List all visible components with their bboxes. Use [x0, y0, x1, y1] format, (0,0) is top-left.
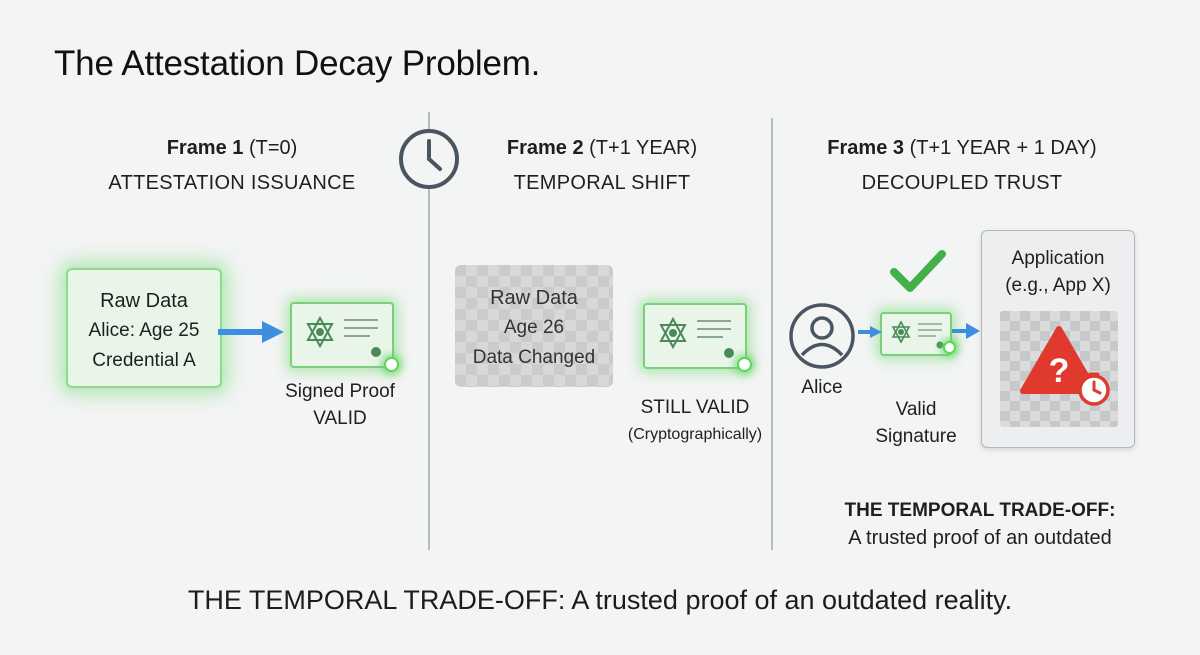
- frame3-signature-line2: Signature: [875, 426, 957, 447]
- frame3-heading-rest: (T+1 YEAR + 1 DAY): [909, 137, 1097, 159]
- frame1-raw-data-line1: Alice: Age 25: [88, 320, 200, 341]
- star-of-david-seal-icon: [891, 320, 944, 349]
- frame1-heading-rest: (T=0): [248, 137, 298, 159]
- frame3-heading: Frame 3 (T+1 YEAR + 1 DAY): [792, 135, 1132, 161]
- frame2-status-line1: STILL VALID: [640, 397, 750, 418]
- frame1-subtitle: ATTESTATION ISSUANCE: [108, 172, 356, 194]
- frame3-subtitle: DECOUPLED TRUST: [861, 172, 1063, 194]
- frame3-application-card: Application (e.g., App X) ?: [981, 230, 1135, 448]
- frame2-raw-data-title: Raw Data: [490, 287, 578, 309]
- frame3-tradeoff-title: THE TEMPORAL TRADE-OFF:: [844, 500, 1116, 521]
- frame3-tradeoff: THE TEMPORAL TRADE-OFF: A trusted proof …: [790, 497, 1170, 552]
- arrow-right-icon: [858, 325, 884, 339]
- arrow-right-icon: [218, 318, 286, 346]
- page-title: The Attestation Decay Problem.: [54, 44, 541, 83]
- frame3-tradeoff-text: A trusted proof of an outdated: [848, 527, 1112, 549]
- frame3-app-line2: (e.g., App X): [1005, 275, 1111, 296]
- user-avatar-icon: [788, 302, 856, 370]
- frame1-raw-data-title: Raw Data: [100, 290, 188, 312]
- frame3-app-noise-area: [1000, 311, 1118, 427]
- warning-question-icon: ?: [1020, 325, 1098, 395]
- frame3-app-line1: Application: [1011, 248, 1105, 269]
- frame3-signature-line1: Valid: [895, 399, 937, 420]
- frame1-heading-bold: Frame 1: [166, 137, 244, 159]
- frame2-raw-data-line2: Data Changed: [472, 347, 596, 368]
- clock-badge-icon: [1076, 371, 1112, 407]
- frame1-proof-label: Signed Proof VALID: [270, 378, 410, 432]
- clock-icon: [397, 127, 461, 191]
- frame1-raw-data-box: Raw Data Alice: Age 25 Credential A: [66, 268, 222, 388]
- star-of-david-seal-icon: [659, 316, 734, 358]
- frame2-status-line2: (Cryptographically): [627, 426, 763, 443]
- frame3-signature-card: [880, 312, 952, 356]
- frame-divider-2: [771, 118, 773, 550]
- frame2-heading: Frame 2 (T+1 YEAR): [432, 135, 772, 161]
- frame1-proof-line2: VALID: [313, 408, 367, 429]
- frame2-heading-bold: Frame 2: [506, 137, 584, 159]
- frame2-signed-proof-card: [643, 303, 747, 369]
- frame2-subtitle: TEMPORAL SHIFT: [513, 172, 691, 194]
- frame3-user-label: Alice: [801, 377, 843, 398]
- svg-text:?: ?: [1049, 352, 1070, 390]
- frame3-heading-bold: Frame 3: [827, 137, 905, 159]
- frame2-valid-dot: [737, 357, 752, 372]
- star-of-david-seal-icon: [306, 315, 381, 357]
- frame3-valid-dot: [943, 341, 956, 354]
- frame1-valid-dot: [384, 357, 399, 372]
- frame1-proof-line1: Signed Proof: [285, 381, 395, 402]
- checkmark-icon: [890, 248, 946, 294]
- frame1-heading: Frame 1 (T=0): [62, 135, 402, 161]
- bottom-caption: THE TEMPORAL TRADE-OFF: A trusted proof …: [187, 585, 1013, 615]
- frame2-raw-data-line1: Age 26: [503, 317, 565, 338]
- frame2-status-label: STILL VALID (Cryptographically): [610, 394, 780, 448]
- frame2-heading-rest: (T+1 YEAR): [589, 137, 698, 159]
- frame1-raw-data-line2: Credential A: [92, 350, 196, 371]
- frame3-signature-label: Valid Signature: [856, 396, 976, 450]
- arrow-right-icon: [952, 322, 982, 340]
- frame-divider-1: [428, 112, 430, 550]
- frame1-signed-proof-card: [290, 302, 394, 368]
- frame2-raw-data-box: Raw Data Age 26 Data Changed: [455, 265, 613, 387]
